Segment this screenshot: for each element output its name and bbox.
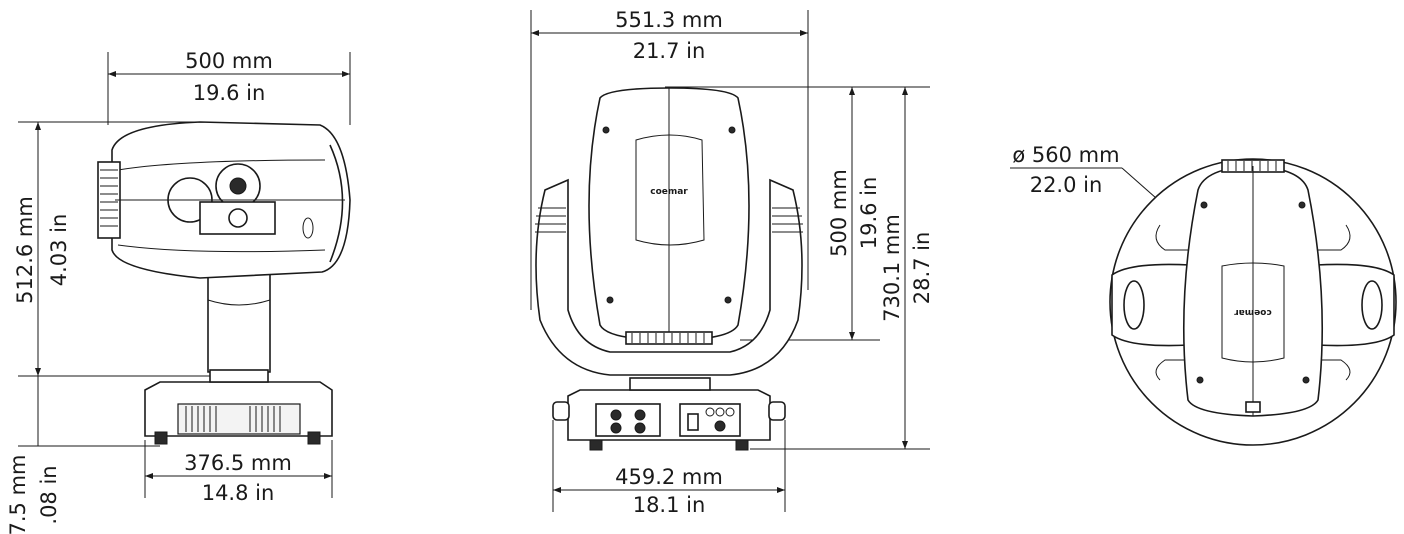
front-base-dimension: 459.2 mm 18.1 in	[552, 420, 786, 517]
top-diameter-dimension: ø 560 mm 22.0 in	[1010, 143, 1157, 199]
front-total-mm: 730.1 mm	[880, 214, 904, 322]
top-diameter-in: 22.0 in	[1030, 173, 1103, 197]
top-view: ø 560 mm 22.0 in	[1010, 143, 1397, 446]
side-base-mm: 376.5 mm	[184, 451, 292, 475]
front-width-mm: 551.3 mm	[615, 8, 723, 32]
side-view: 500 mm 19.6 in 512.6 mm 4.03 in 7.5 mm .…	[6, 49, 351, 534]
side-base-dimension: 376.5 mm 14.8 in	[144, 440, 333, 505]
front-total-in: 28.7 in	[910, 232, 934, 305]
front-width-in: 21.7 in	[633, 39, 706, 63]
front-base-in: 18.1 in	[633, 493, 706, 517]
side-foot-dimension: 7.5 mm .08 in	[6, 376, 160, 534]
side-height-mm: 512.6 mm	[13, 196, 37, 304]
top-diameter-mm: ø 560 mm	[1012, 143, 1119, 167]
side-height-in: 4.03 in	[47, 214, 71, 287]
front-logo: coemar	[650, 187, 688, 197]
side-height-dimension: 512.6 mm 4.03 in	[13, 121, 220, 377]
side-width-dimension: 500 mm 19.6 in	[107, 49, 351, 125]
front-head-in: 19.6 in	[857, 177, 881, 250]
front-view: 551.3 mm 21.7 in 500 mm 19.6 in 730.1 mm…	[530, 8, 934, 517]
side-width-in: 19.6 in	[193, 81, 266, 105]
front-fixture: coemar	[535, 87, 803, 451]
front-head-mm: 500 mm	[827, 169, 851, 257]
top-fixture: coemar	[1109, 158, 1397, 446]
side-base-in: 14.8 in	[202, 481, 275, 505]
side-fixture	[97, 121, 351, 445]
side-width-mm: 500 mm	[185, 49, 273, 73]
top-logo: coemar	[1234, 307, 1272, 317]
front-base-mm: 459.2 mm	[615, 465, 723, 489]
front-total-dimension: 730.1 mm 28.7 in	[750, 86, 934, 450]
side-foot-in: .08 in	[37, 465, 61, 524]
front-width-dimension: 551.3 mm 21.7 in	[530, 8, 809, 310]
side-foot-mm: 7.5 mm	[6, 455, 30, 534]
front-head-dimension: 500 mm 19.6 in	[665, 86, 881, 341]
